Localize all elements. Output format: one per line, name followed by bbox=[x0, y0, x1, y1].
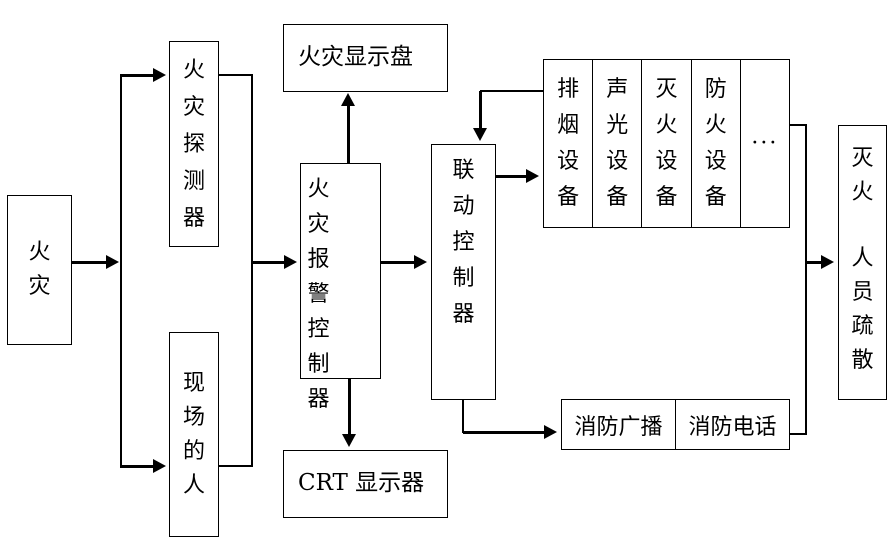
arrow-alarm-to-crt-head bbox=[342, 434, 356, 447]
node-linkage-controller: 联动控制器 bbox=[431, 144, 496, 400]
equipment-col-extinguishing-label: 灭火设备 bbox=[655, 76, 678, 210]
arrow-branch-to-detector-head bbox=[153, 68, 166, 82]
arrow-linkage-to-broadcast-shaft bbox=[463, 430, 545, 434]
arrow-merge-to-alarm-shaft bbox=[252, 260, 285, 264]
connector-telephone-to-bus-horizontal bbox=[790, 433, 807, 435]
node-fire-display-panel: 火灾显示盘 bbox=[283, 24, 448, 92]
equipment-col-smoke-exhaust: 排烟设备 bbox=[544, 60, 592, 227]
arrow-alarm-to-linkage-head bbox=[414, 255, 427, 269]
node-evacuation-label-bottom: 人员疏散 bbox=[851, 246, 874, 373]
arrow-bus-to-evacuation-shaft bbox=[806, 260, 822, 264]
arrow-linkage-to-broadcast-head bbox=[544, 425, 557, 439]
equipment-col-fireproof-label: 防火设备 bbox=[704, 76, 727, 210]
node-evacuation-label-top: 灭火 bbox=[851, 146, 874, 205]
equipment-col-smoke-exhaust-label: 排烟设备 bbox=[557, 76, 580, 210]
node-linkage-controller-label: 联动控制器 bbox=[452, 158, 475, 327]
connector-linkage-to-comm-vertical bbox=[462, 400, 464, 433]
node-fire-broadcast: 消防广播 bbox=[562, 400, 675, 449]
arrow-fire-to-branch-shaft bbox=[72, 260, 107, 264]
node-fire-detector: 火灾探测器 bbox=[169, 41, 219, 247]
arrow-branch-to-people-head bbox=[153, 459, 166, 473]
arrow-branch-to-detector-shaft bbox=[120, 73, 154, 77]
equipment-col-sound-light-label: 声光设备 bbox=[606, 76, 629, 210]
arrow-feedback-to-linkage-head bbox=[473, 128, 487, 141]
equipment-col-extinguishing: 灭火设备 bbox=[641, 60, 690, 227]
node-fire: 火灾 bbox=[7, 195, 72, 345]
node-equipment-row: 排烟设备 声光设备 灭火设备 防火设备 ··· bbox=[543, 59, 790, 228]
connector-merge-vertical bbox=[251, 75, 253, 467]
node-fire-detector-label: 火灾探测器 bbox=[182, 57, 205, 231]
node-fire-telephone-label: 消防电话 bbox=[688, 414, 777, 440]
equipment-col-fireproof: 防火设备 bbox=[690, 60, 740, 227]
node-crt-display-label: CRT 显示器 bbox=[298, 470, 425, 496]
node-onsite-people: 现场的人 bbox=[169, 332, 219, 537]
connector-output-bus-vertical bbox=[805, 124, 807, 435]
connector-detector-output-horizontal bbox=[219, 74, 253, 76]
arrow-fire-to-branch-head bbox=[106, 255, 119, 269]
arrow-linkage-to-equipment-shaft bbox=[496, 174, 527, 178]
connector-equipment-feedback-horizontal bbox=[480, 90, 543, 92]
arrow-branch-to-people-shaft bbox=[120, 464, 154, 468]
node-comm-row: 消防广播 消防电话 bbox=[561, 399, 790, 450]
node-onsite-people-label: 现场的人 bbox=[182, 370, 205, 498]
connector-people-output-horizontal bbox=[219, 465, 253, 467]
node-fire-broadcast-label: 消防广播 bbox=[574, 414, 663, 440]
arrow-alarm-to-linkage-shaft bbox=[381, 260, 415, 264]
node-evacuation: 灭火 人员疏散 bbox=[838, 125, 887, 400]
node-fire-label: 火灾 bbox=[28, 240, 51, 299]
node-fire-alarm-controller: 火灾报警控制器 bbox=[300, 163, 381, 412]
arrow-feedback-to-linkage-shaft bbox=[478, 91, 482, 128]
connector-fire-branch-vertical bbox=[120, 75, 122, 467]
equipment-col-ellipsis-label: ··· bbox=[751, 131, 779, 156]
node-crt-display: CRT 显示器 bbox=[283, 450, 448, 518]
arrow-alarm-to-crt-shaft bbox=[347, 379, 351, 434]
arrow-bus-to-evacuation-head bbox=[821, 255, 834, 269]
connector-equipment-to-bus-horizontal bbox=[790, 124, 807, 126]
node-fire-alarm-controller-label: 火灾报警控制器 bbox=[307, 177, 346, 412]
arrow-alarm-to-panel-head bbox=[341, 93, 355, 106]
arrow-linkage-to-equipment-head bbox=[526, 169, 539, 183]
equipment-col-ellipsis: ··· bbox=[739, 60, 789, 227]
node-fire-display-panel-label: 火灾显示盘 bbox=[298, 44, 413, 70]
node-fire-telephone: 消防电话 bbox=[675, 400, 789, 449]
arrow-alarm-to-panel-shaft bbox=[346, 106, 350, 163]
arrow-merge-to-alarm-head bbox=[284, 255, 297, 269]
equipment-col-sound-light: 声光设备 bbox=[592, 60, 641, 227]
